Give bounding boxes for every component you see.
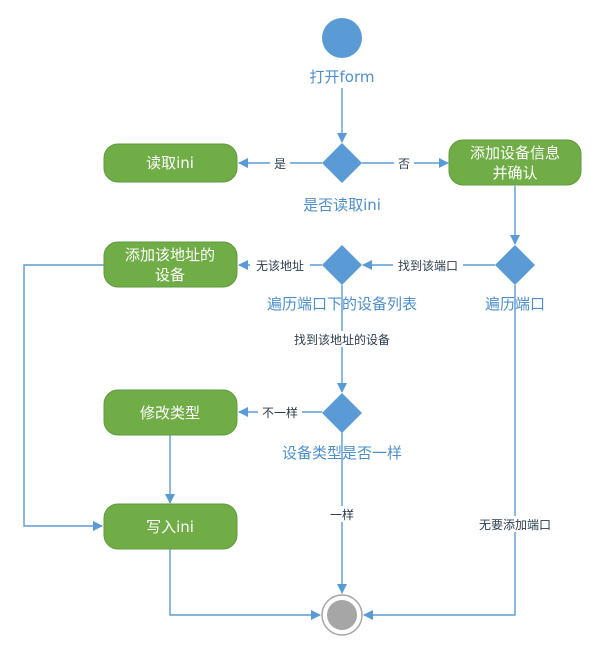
read-ini-decision-caption: 是否读取ini — [303, 196, 381, 214]
edge-label-found-device: 找到该地址的设备 — [294, 332, 390, 347]
edge-label-found-port: 找到该端口 — [398, 259, 458, 273]
add-device-info-action — [448, 139, 582, 186]
traverse-device-list-caption: 遍历端口下的设备列表 — [267, 295, 417, 313]
add-addr-device-label-line1: 添加该地址的 — [125, 246, 215, 264]
read-ini-action — [103, 143, 238, 183]
add-addr-device-action — [103, 241, 238, 288]
edge-write-ini-to-end — [169, 549, 321, 620]
edge-label-bg-no-address — [250, 257, 310, 273]
edge-label-bg-found-port — [393, 257, 463, 273]
add-addr-device-label-line2: 设备 — [155, 266, 185, 284]
type-same-decision — [322, 393, 362, 433]
edge-label-no-address: 无该地址 — [256, 259, 304, 273]
edge-no-port-needed — [363, 285, 516, 620]
edge-add-addr-device-to-write-ini — [23, 264, 104, 531]
edge-label-bg-yes — [270, 155, 290, 171]
edge-label-bg-no — [394, 155, 414, 171]
edge-label-bg-same — [326, 506, 358, 522]
edge-label-not-same: 不一样 — [262, 405, 298, 420]
read-ini-decision — [322, 143, 362, 183]
edge-label-bg-no-port-needed — [472, 516, 558, 532]
traverse-device-list-decision — [322, 245, 362, 285]
write-ini-label: 写入ini — [146, 518, 194, 536]
modify-type-label: 修改类型 — [140, 404, 200, 422]
traverse-ports-caption: 遍历端口 — [485, 295, 545, 313]
start-node — [322, 18, 362, 58]
read-ini-label: 读取ini — [146, 154, 194, 172]
edge-label-no: 否 — [398, 157, 410, 171]
end-node-core — [327, 600, 357, 630]
edge-label-bg-not-same — [258, 404, 302, 420]
edge-label-same: 一样 — [330, 507, 354, 522]
edge-label-bg-found-device — [286, 331, 398, 347]
add-device-info-label-line1: 添加设备信息 — [470, 144, 560, 162]
type-same-decision-caption: 设备类型是否一样 — [282, 444, 402, 462]
open-form-caption: 打开form — [310, 68, 375, 86]
add-device-info-label-line2: 并确认 — [492, 164, 537, 182]
modify-type-action — [103, 389, 238, 436]
traverse-ports-decision — [495, 245, 535, 285]
write-ini-action — [103, 503, 238, 550]
edge-label-no-port-needed: 无要添加端口 — [479, 518, 551, 532]
edge-label-yes: 是 — [274, 157, 286, 171]
